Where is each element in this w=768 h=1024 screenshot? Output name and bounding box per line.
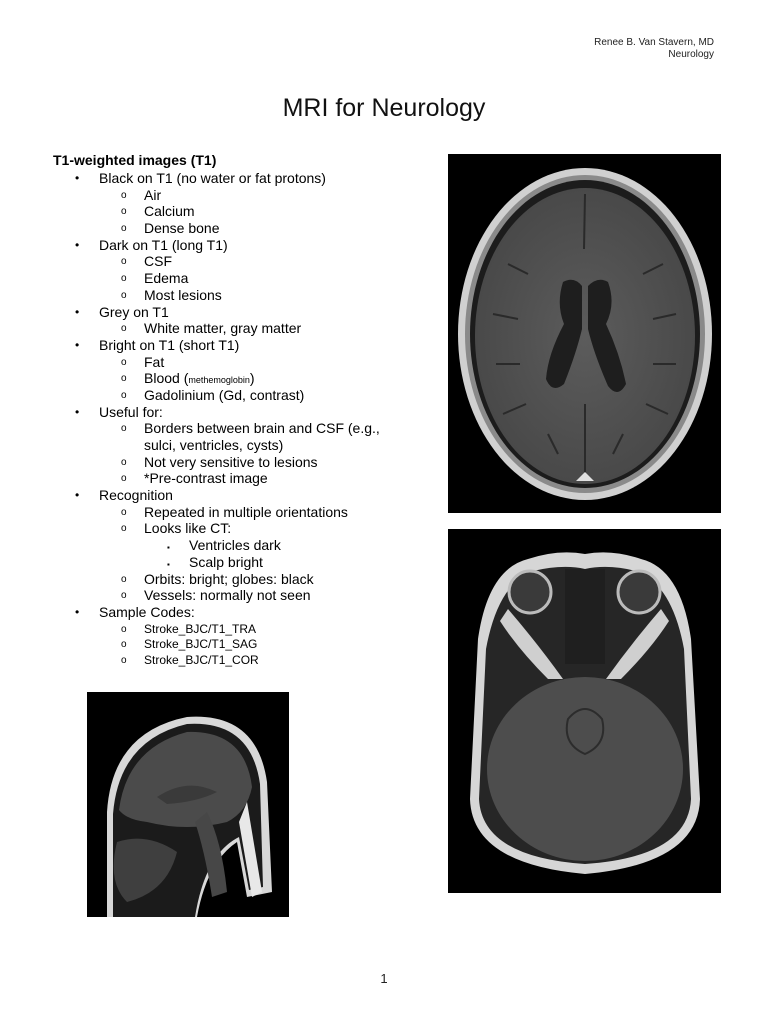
- circle-bullet-icon: o: [121, 423, 127, 435]
- circle-bullet-icon: o: [121, 273, 127, 285]
- circle-bullet-icon: o: [121, 654, 127, 666]
- list-item: •Dark on T1 (long T1): [75, 236, 228, 253]
- circle-bullet-icon: o: [121, 473, 127, 485]
- circle-bullet-icon: o: [121, 206, 127, 218]
- circle-bullet-icon: o: [121, 289, 127, 301]
- list-item: ▪Scalp bright: [0, 554, 420, 571]
- circle-bullet-icon: o: [121, 223, 127, 235]
- mri-brain-sagittal-icon: [107, 716, 272, 917]
- mri-brain-axial-icon: [458, 168, 712, 500]
- list-item-continuation: sulci, ventricles, cysts): [144, 437, 284, 453]
- sagittal-t1-image: [87, 692, 289, 917]
- bullet-icon: •: [75, 488, 80, 503]
- circle-bullet-icon: o: [121, 373, 127, 385]
- page-number: 1: [380, 971, 388, 986]
- list-item: •Sample Codes:: [75, 603, 195, 620]
- circle-bullet-icon: o: [121, 590, 127, 602]
- circle-bullet-icon: o: [121, 323, 127, 335]
- bullet-icon: •: [75, 604, 80, 619]
- section-heading: T1-weighted images (T1): [53, 152, 217, 168]
- mri-brain-orbits-icon: [470, 552, 700, 874]
- department: Neurology: [668, 49, 714, 60]
- list-item: •Recognition: [75, 487, 173, 504]
- circle-bullet-icon: o: [121, 573, 127, 585]
- circle-bullet-icon: o: [121, 389, 127, 401]
- bullet-icon: •: [75, 237, 80, 252]
- bullet-icon: •: [75, 404, 80, 419]
- circle-bullet-icon: o: [121, 639, 127, 651]
- circle-bullet-icon: o: [121, 189, 127, 201]
- circle-bullet-icon: o: [121, 256, 127, 268]
- bullet-icon: •: [75, 337, 80, 352]
- document-header: Renee B. Van Stavern, MD Neurology: [594, 37, 714, 61]
- circle-bullet-icon: o: [121, 356, 127, 368]
- square-bullet-icon: ▪: [167, 543, 170, 553]
- square-bullet-icon: ▪: [167, 559, 170, 569]
- page-title: MRI for Neurology: [282, 94, 486, 122]
- circle-bullet-icon: o: [121, 456, 127, 468]
- circle-bullet-icon: o: [121, 623, 127, 635]
- bullet-icon: •: [75, 171, 80, 185]
- list-item: ▪Ventricles dark: [0, 537, 420, 554]
- list-item: •Grey on T1: [75, 303, 169, 320]
- list-item: o*Pre-contrast image: [121, 470, 268, 487]
- circle-bullet-icon: o: [121, 506, 127, 518]
- list-item: •Useful for:: [75, 403, 163, 420]
- axial-t1-ventricles-image: [448, 154, 721, 513]
- author-name: Renee B. Van Stavern, MD: [594, 37, 714, 48]
- circle-bullet-icon: o: [121, 523, 127, 535]
- t1-outline-list: •Black on T1 (no water or fat protons) o…: [0, 170, 420, 667]
- list-item: •Black on T1 (no water or fat protons): [75, 170, 326, 186]
- bullet-icon: •: [75, 304, 80, 319]
- methemoglobin-note: methemoglobin: [188, 375, 250, 386]
- axial-t1-orbits-image: [448, 529, 721, 893]
- list-item: •Bright on T1 (short T1): [75, 336, 240, 353]
